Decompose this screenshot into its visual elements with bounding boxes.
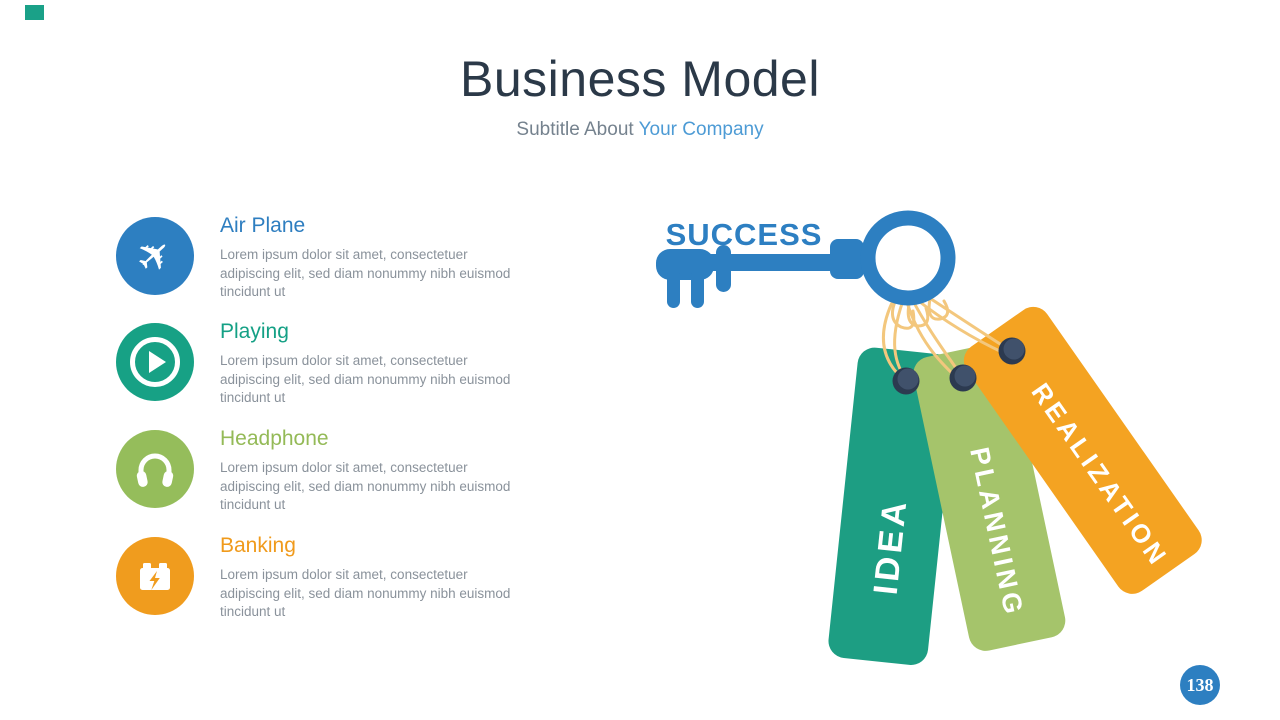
page-subtitle: Subtitle About Your Company	[0, 119, 1280, 141]
list-item-airplane: ✈ Air Plane Lorem ipsum dolor sit amet, …	[116, 214, 512, 302]
page-title: Business Model	[460, 51, 820, 107]
headphone-icon	[116, 430, 194, 508]
play-icon	[116, 323, 194, 401]
play-triangle	[148, 351, 166, 373]
subtitle-accent: Your Company	[638, 119, 764, 140]
list-item-banking: Banking Lorem ipsum dolor sit amet, cons…	[116, 534, 512, 622]
page-number: 138	[1186, 674, 1214, 695]
feature-description: Lorem ipsum dolor sit amet, consectetuer…	[220, 247, 511, 300]
feature-title: Headphone	[220, 427, 329, 450]
list-item-headphone: Headphone Lorem ipsum dolor sit amet, co…	[116, 427, 512, 515]
feature-title: Air Plane	[220, 214, 306, 237]
list-item-playing: Playing Lorem ipsum dolor sit amet, cons…	[116, 320, 512, 408]
headphone-glyph	[136, 453, 174, 487]
page-number-badge: 138	[1180, 665, 1220, 705]
tag-planning: PLANNING	[913, 343, 1066, 651]
feature-title: Playing	[220, 320, 289, 343]
battery-icon	[116, 537, 194, 615]
play-ring	[130, 337, 180, 387]
feature-description: Lorem ipsum dolor sit amet, consectetuer…	[220, 353, 511, 406]
corner-accent-square	[25, 5, 44, 20]
tag-grommets	[892, 337, 1026, 395]
battery-glyph	[140, 563, 170, 590]
airplane-icon: ✈	[116, 217, 194, 295]
feature-title: Banking	[220, 534, 296, 557]
feature-description: Lorem ipsum dolor sit amet, consectetuer…	[220, 567, 511, 620]
key-icon	[656, 210, 956, 308]
subtitle-prefix: Subtitle About	[516, 119, 639, 140]
feature-description: Lorem ipsum dolor sit amet, consectetuer…	[220, 460, 511, 513]
success-label: SUCCESS	[666, 217, 823, 252]
